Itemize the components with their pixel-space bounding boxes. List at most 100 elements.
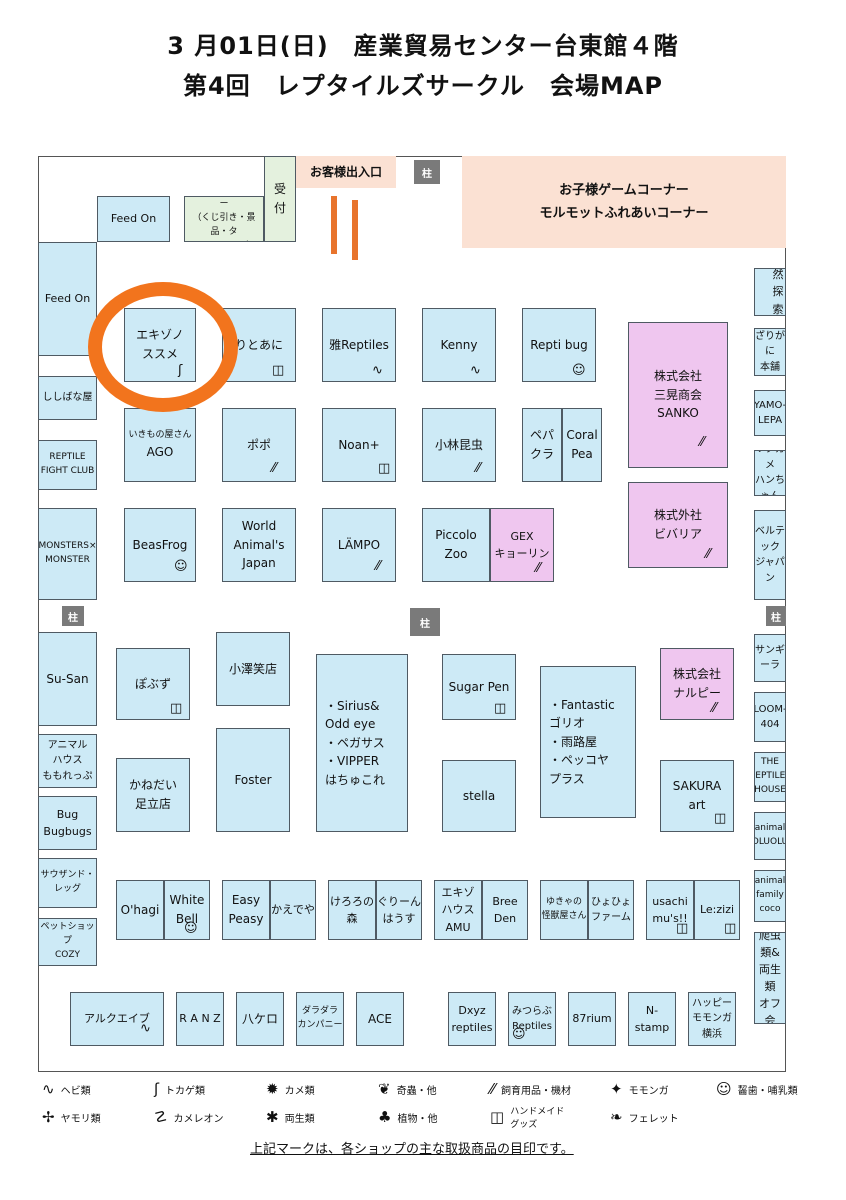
- booth-white-bell[interactable]: White Bell: [164, 880, 210, 940]
- handmade-icon: ◫: [170, 701, 183, 716]
- legend-flying-squirrel: ✦モモンガ: [610, 1080, 669, 1098]
- highlight-circle: [88, 282, 238, 412]
- booth-usachi[interactable]: usachi mu's!!: [646, 880, 694, 940]
- booth-hachurui-offkai[interactable]: 爬虫類& 両生類 オフ会: [754, 932, 786, 1024]
- booth-ohagi[interactable]: O'hagi: [116, 880, 164, 940]
- booth-animal-oluolu[interactable]: animal OLUOLU: [754, 812, 786, 860]
- booth-beasfrog[interactable]: BeasFrog: [124, 508, 196, 582]
- supplies-icon: ⁄⁄: [700, 435, 705, 450]
- booth-kobayashi-konchu[interactable]: 小林昆虫: [422, 408, 496, 482]
- booth-service-counter[interactable]: サービスカウンター （くじ引き・景品・タ トゥーシール）: [184, 196, 264, 242]
- booth-vivaria[interactable]: 株式外社 ビバリア: [628, 482, 728, 568]
- booth-ozawa-shoten[interactable]: 小澤笑店: [216, 632, 290, 706]
- supplies-icon: ⁄⁄: [536, 561, 541, 576]
- booth-popo[interactable]: ポポ: [222, 408, 296, 482]
- booth-sugar-pen[interactable]: Sugar Pen: [442, 654, 516, 720]
- booth-yamo-lepa[interactable]: YAMO- LEPA: [754, 390, 786, 436]
- legend-plant: ♣植物・他: [378, 1108, 438, 1126]
- booth-loom-404[interactable]: LOOM- 404: [754, 692, 786, 742]
- booth-shizen-tansakubu[interactable]: 自然 探索部: [754, 268, 786, 316]
- booth-bugbugs[interactable]: Bug Bugbugs: [38, 796, 97, 850]
- booth-coral-pea[interactable]: Coral Pea: [562, 408, 602, 482]
- booth-ago-label: AGO: [146, 444, 174, 459]
- booth-n-stamp[interactable]: N- stamp: [628, 992, 676, 1046]
- ferret-icon: ❧: [610, 1108, 623, 1126]
- booth-le-zizi[interactable]: Le:zizi: [694, 880, 740, 940]
- booth-87rium[interactable]: 87rium: [568, 992, 616, 1046]
- legend-snake: ∿ヘビ類: [42, 1080, 91, 1098]
- booth-ritoani[interactable]: りとあに: [222, 308, 296, 382]
- booth-lampo[interactable]: LÄMPO: [322, 508, 396, 582]
- booth-dxyz-reptiles[interactable]: Dxyz reptiles: [448, 992, 496, 1046]
- booth-arukueibu[interactable]: アルクエイブ: [70, 992, 164, 1046]
- booth-kanedai[interactable]: かねだい 足立店: [116, 758, 190, 832]
- booth-easy-peasy[interactable]: Easy Peasy: [222, 880, 270, 940]
- booth-reptile-fight-club[interactable]: REPTILE FIGHT CLUB: [38, 440, 97, 490]
- booth-foster[interactable]: Foster: [216, 728, 290, 832]
- legend-odd-insect: ❦奇蟲・他: [378, 1080, 437, 1098]
- booth-ranz[interactable]: R A N Z: [176, 992, 224, 1046]
- booth-pobuzu[interactable]: ぽぶず: [116, 648, 190, 720]
- booth-ekizo-house-amu[interactable]: エキゾ ハウス AMU: [434, 880, 482, 940]
- map-title: 第4回 レプタイルズサークル 会場MAP: [182, 72, 664, 100]
- booth-breeden[interactable]: Bree Den: [482, 880, 528, 940]
- booth-the-reptiles-house[interactable]: THE REPTILES HOUSE: [754, 752, 786, 802]
- booth-daradara-company[interactable]: ダラダラ カンパニー: [296, 992, 344, 1046]
- supplies-icon: ⁄⁄: [490, 1080, 496, 1098]
- booth-shishibanaya[interactable]: ししばな屋: [38, 376, 97, 420]
- pillar-top: 柱: [414, 160, 440, 184]
- legend-turtle: ✹カメ類: [266, 1080, 315, 1098]
- booth-feed-on-1[interactable]: Feed On: [97, 196, 170, 242]
- supplies-icon: ⁄⁄: [272, 461, 277, 476]
- handmade-icon: ◫: [714, 811, 727, 826]
- rodent-icon: ☺: [174, 559, 188, 574]
- booth-reception[interactable]: 受 付: [264, 156, 296, 242]
- booth-repti-bug[interactable]: Repti bug: [522, 308, 596, 382]
- snake-icon: ∿: [140, 1021, 151, 1036]
- booth-hakkero[interactable]: 八ケロ: [236, 992, 284, 1046]
- booth-feed-on-2[interactable]: Feed On: [38, 242, 97, 356]
- kids-corner: お子様ゲームコーナー モルモットふれあいコーナー: [462, 156, 786, 248]
- booth-sanko[interactable]: 株式会社 三晃商会 SANKO: [628, 322, 728, 468]
- booth-mitsurabu-reptiles[interactable]: みつらぶ Reptiles: [508, 992, 556, 1046]
- booth-thousand-leg[interactable]: サウザンド・ レッグ: [38, 858, 97, 908]
- booth-sakura-art[interactable]: SAKURA art: [660, 760, 734, 832]
- booth-rikugame[interactable]: リクガメ ハンちゃん: [754, 450, 786, 496]
- booth-kenny[interactable]: Kenny: [422, 308, 496, 382]
- booth-sangira[interactable]: サンギーラ: [754, 634, 786, 682]
- pillar-left: 柱: [62, 606, 84, 626]
- booth-animal-family-coco[interactable]: animal family coco: [754, 870, 786, 922]
- booth-animal-house[interactable]: アニマル ハウス ももれっぷ: [38, 734, 97, 788]
- booth-ago[interactable]: いきもの屋さん AGO: [124, 408, 196, 482]
- booth-stella[interactable]: stella: [442, 760, 516, 832]
- pillar-right: 柱: [766, 606, 786, 626]
- booth-yukiya[interactable]: ゆきゃの 怪獣屋さん: [540, 880, 588, 940]
- booth-sirius-group[interactable]: ・Sirius& Odd eye ・ペガサス ・VIPPER はちゅこれ: [316, 654, 408, 832]
- handmade-icon: ◫: [272, 363, 285, 378]
- legend-handmade: ◫ハンドメイド グッズ: [490, 1107, 565, 1130]
- pillar-center: 柱: [410, 608, 440, 636]
- rodent-icon: ☺: [716, 1080, 732, 1098]
- booth-zarigani-honpo[interactable]: ざりがに 本舗: [754, 328, 786, 376]
- handmade-icon: ◫: [676, 921, 689, 936]
- booth-world-animals-japan[interactable]: World Animal's Japan: [222, 508, 296, 582]
- booth-noan[interactable]: Noan+: [322, 408, 396, 482]
- booth-narupi[interactable]: 株式会社 ナルピー: [660, 648, 734, 720]
- booth-happy-momonga[interactable]: ハッピー モモンガ 横浜: [688, 992, 736, 1046]
- booth-hyohyo-farm[interactable]: ひょひょ ファーム: [588, 880, 634, 940]
- booth-piccolo-zoo[interactable]: Piccolo Zoo: [422, 508, 490, 582]
- event-date-venue: 3 月01日(日) 産業貿易センター台東館４階: [167, 32, 679, 60]
- booth-ace[interactable]: ACE: [356, 992, 404, 1046]
- booth-green-house[interactable]: ぐりーん はうす: [376, 880, 422, 940]
- booth-pepakura[interactable]: ペパ クラ: [522, 408, 562, 482]
- booth-monsters[interactable]: MONSTERS× MONSTER: [38, 508, 97, 600]
- booth-kaedeya[interactable]: かえでや: [270, 880, 316, 940]
- booth-fantastic-group[interactable]: ・Fantastic ゴリオ ・雨路屋 ・ペッコヤ プラス: [540, 666, 636, 818]
- booth-keroro-no-mori[interactable]: けろろの 森: [328, 880, 376, 940]
- lizard-icon: ʃ: [154, 1080, 160, 1098]
- booth-beltec-japan[interactable]: ベルテック ジャパン: [754, 510, 786, 600]
- booth-miyabi-reptiles[interactable]: 雅Reptiles: [322, 308, 396, 382]
- booth-su-san[interactable]: Su-San: [38, 632, 97, 726]
- booth-cozy[interactable]: ペットショップ COZY: [38, 918, 97, 966]
- booth-gex[interactable]: GEX キョーリン: [490, 508, 554, 582]
